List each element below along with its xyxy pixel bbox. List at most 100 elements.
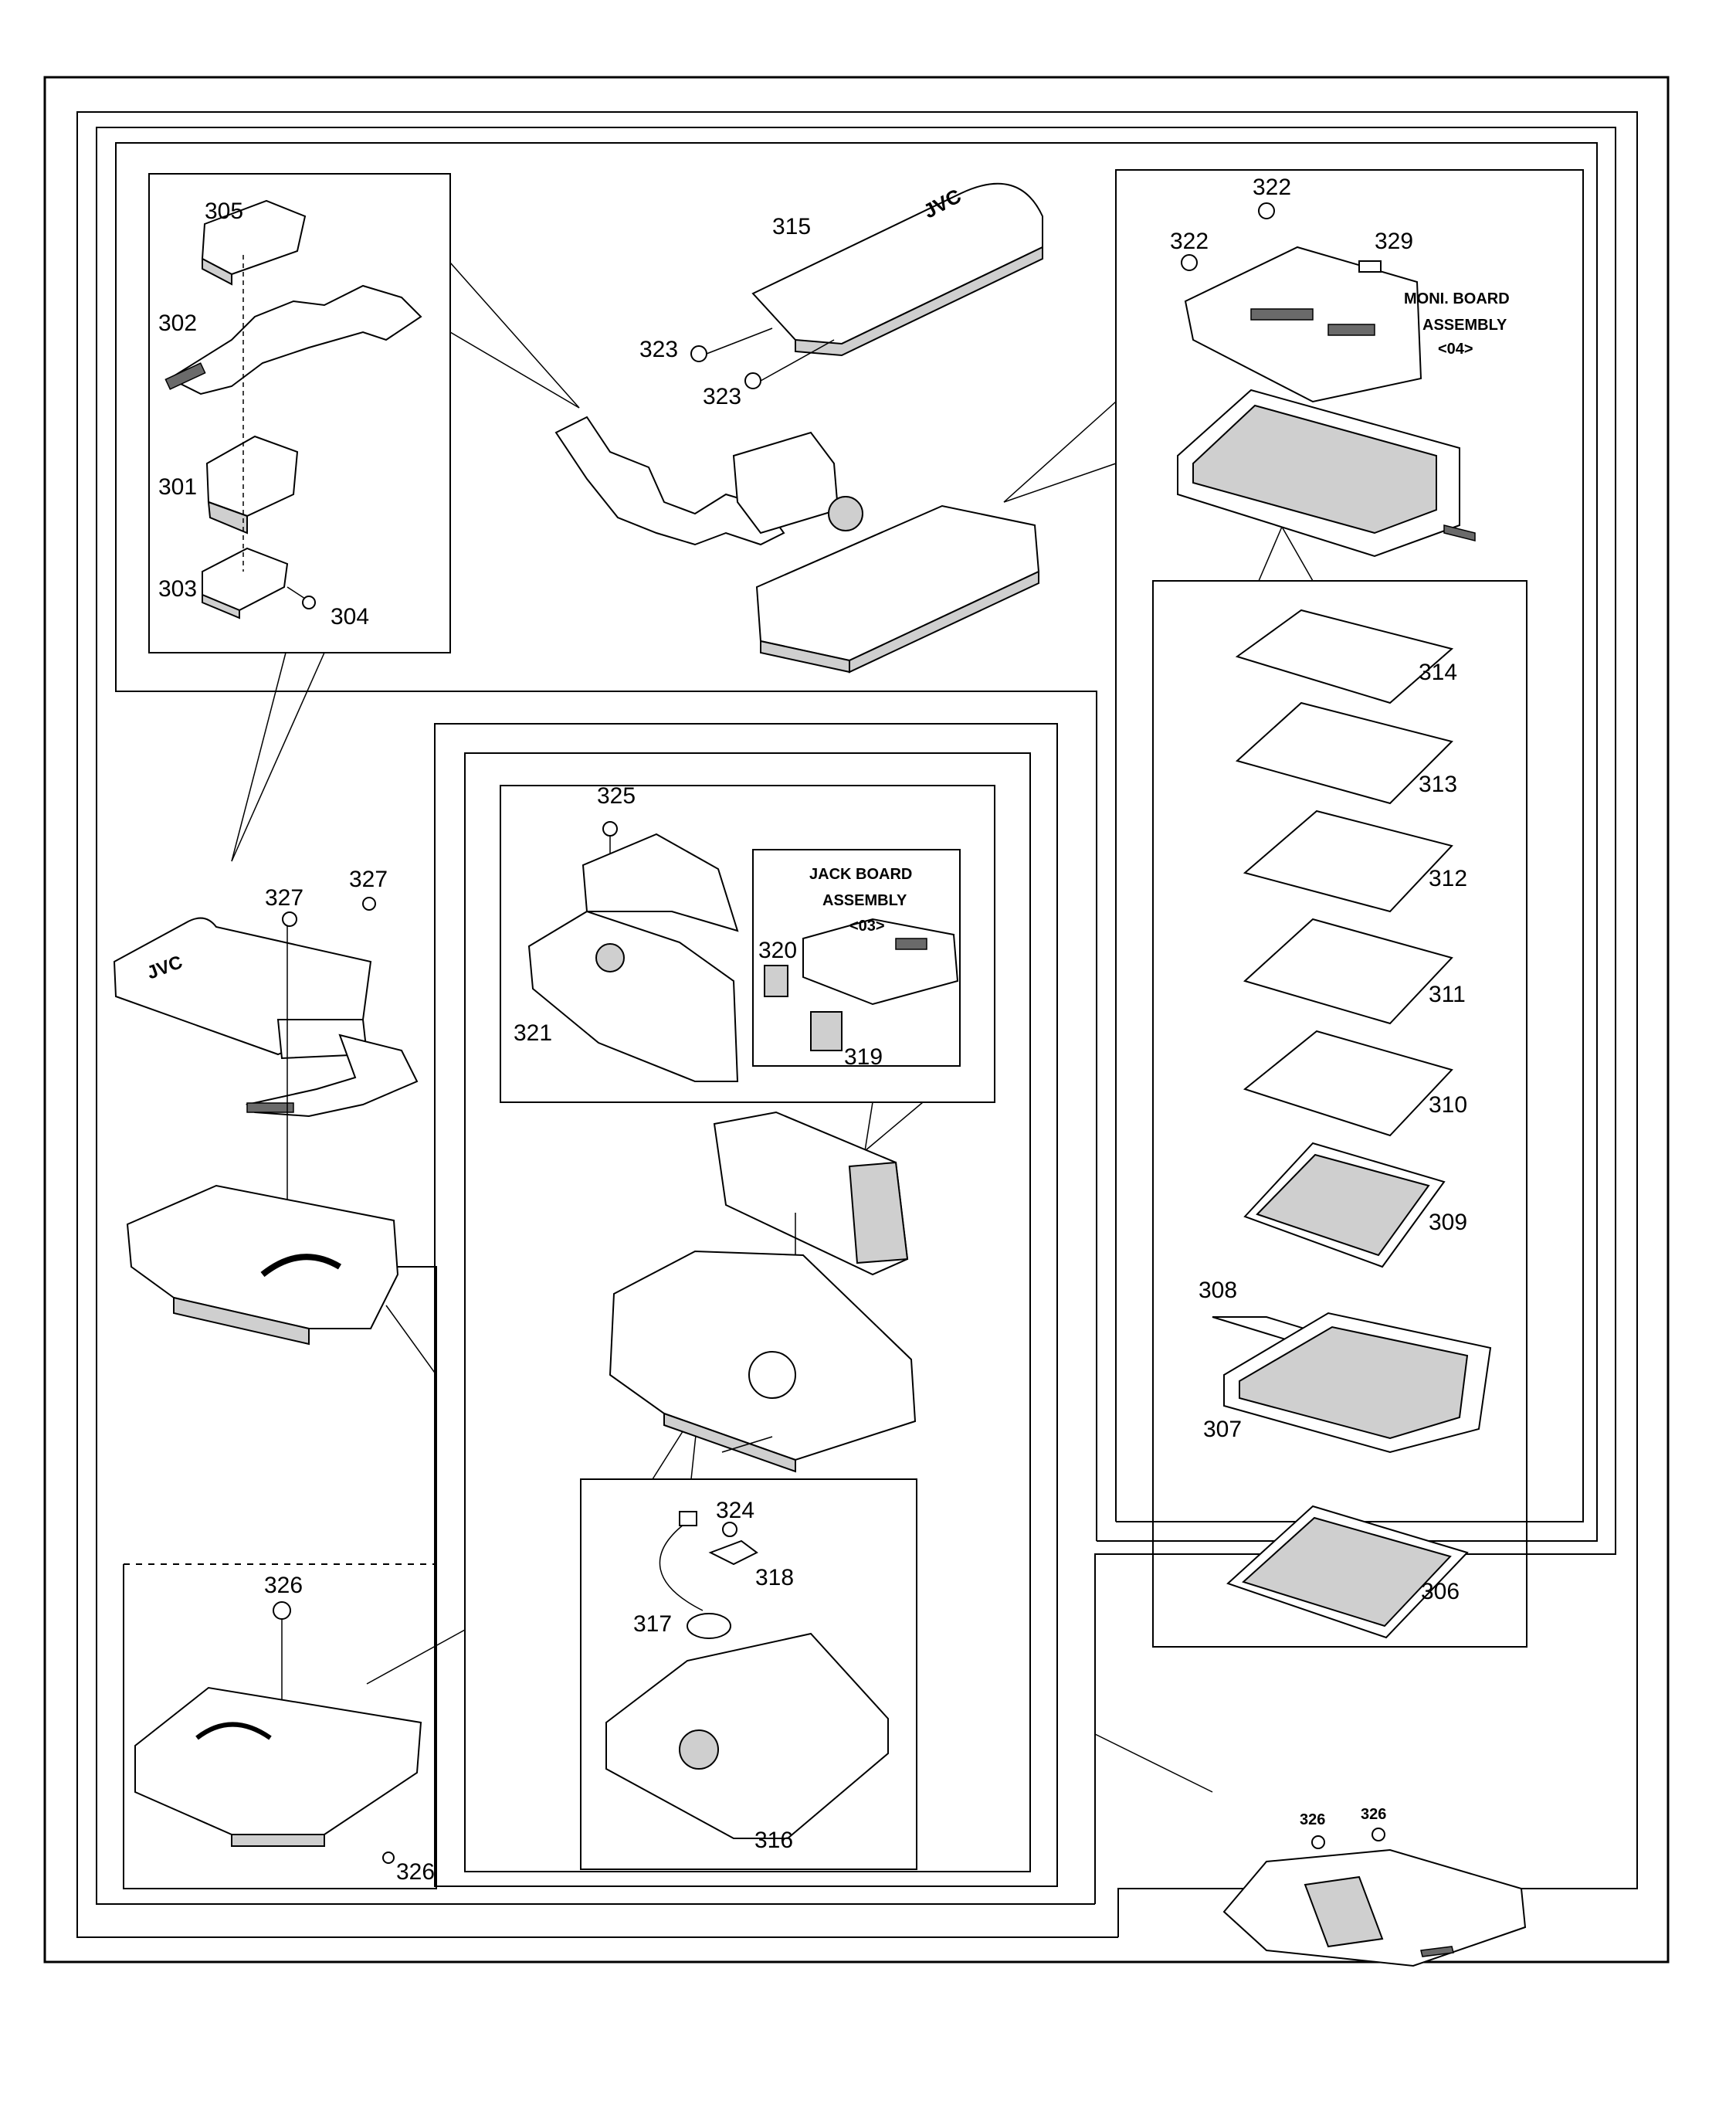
part-301-bracket [205, 435, 299, 535]
callout-310: 310 [1429, 1092, 1467, 1118]
callout-315: 315 [772, 214, 811, 239]
frame-level-3 [115, 142, 1598, 1542]
zoom-box-lcd-layers [1152, 580, 1527, 1648]
callout-303: 303 [158, 576, 197, 602]
callout-323b: 323 [703, 384, 741, 409]
callout-308: 308 [1199, 1278, 1237, 1303]
moni-label-line2: ASSEMBLY [1422, 317, 1507, 334]
callout-326c: 326 [1300, 1811, 1325, 1828]
callout-314: 314 [1419, 660, 1457, 685]
zoom-box-jack [500, 785, 995, 1103]
callout-326b: 326 [396, 1859, 435, 1885]
part-310-sheet [1243, 1030, 1453, 1137]
callout-320: 320 [758, 938, 797, 963]
callout-324: 324 [716, 1498, 754, 1523]
part-322-screw-b [1181, 254, 1198, 271]
callout-301: 301 [158, 474, 197, 500]
left-upper-assembly: JVC [113, 917, 419, 1118]
zoom-boxes [148, 173, 1527, 1870]
callout-317: 317 [633, 1611, 672, 1637]
callout-316: 316 [754, 1828, 793, 1853]
jack-section-frame [434, 723, 1058, 1887]
part-317-speaker [687, 1613, 731, 1639]
part-315-lcd-cover: JVC [751, 182, 1043, 357]
leader-lines [231, 262, 1314, 1793]
part-jack-bracket [581, 833, 739, 932]
left-deck-chassis [126, 1184, 399, 1346]
part-326-screw-a [273, 1601, 291, 1620]
frame-level-1 [76, 111, 1638, 1938]
callout-326d: 326 [1361, 1806, 1386, 1823]
part-callouts: 305 302 301 303 304 315 323 323 322 322 … [158, 175, 1467, 1885]
zoom-box-jack-inner [752, 849, 961, 1067]
callout-321: 321 [514, 1020, 552, 1046]
callout-305: 305 [205, 199, 243, 224]
speaker-wire [659, 1521, 704, 1611]
callout-304: 304 [331, 604, 369, 630]
moni-board-label: MONI. BOARD ASSEMBLY <04> [1404, 290, 1510, 358]
part-314-sheet [1235, 609, 1454, 704]
part-303-holder [202, 547, 289, 619]
callout-311: 311 [1429, 982, 1466, 1007]
lcd-layer-stack [1212, 609, 1492, 1639]
center-board-assembly [713, 1111, 909, 1276]
part-311-sheet [1243, 918, 1453, 1025]
part-316-frame [605, 1632, 889, 1839]
moni-label-code: <04> [1438, 341, 1473, 358]
speaker-connector [679, 1511, 697, 1526]
part-324-screw [722, 1522, 737, 1537]
part-320-pad [764, 965, 788, 997]
callout-326a: 326 [264, 1573, 303, 1598]
part-305-shield [201, 199, 307, 286]
callout-323a: 323 [639, 337, 678, 362]
center-mechanism [609, 1250, 917, 1473]
outer-frame [43, 76, 1670, 1964]
part-304-screw [302, 596, 316, 609]
center-flex-hinge [554, 416, 863, 546]
callout-325: 325 [597, 783, 636, 809]
callout-329: 329 [1375, 229, 1413, 254]
callout-327a: 327 [265, 885, 303, 911]
jack-label-code: <03> [849, 918, 885, 935]
part-318-bracket [708, 1539, 758, 1566]
jack-label-line2: ASSEMBLY [822, 892, 907, 909]
callout-306: 306 [1421, 1579, 1460, 1604]
callout-319: 319 [844, 1044, 883, 1070]
bottom-right-mechanism [1222, 1848, 1527, 1967]
frame-level-4 [1115, 169, 1584, 1522]
part-323-screw-a [690, 345, 707, 362]
lcd-frame-assembly [1177, 389, 1476, 558]
bottom-left-chassis [134, 1686, 422, 1847]
part-312-sheet [1243, 810, 1453, 913]
part-321-chassis [527, 910, 739, 1082]
part-326-screw-c [1311, 1835, 1325, 1849]
callout-322b: 322 [1170, 229, 1209, 254]
jack-section-inner [464, 752, 1031, 1872]
diagram-frames [43, 76, 1670, 1964]
moni-label-line1: MONI. BOARD [1404, 290, 1510, 307]
part-moni-board [1184, 246, 1422, 403]
callout-312: 312 [1429, 866, 1467, 891]
callout-309: 309 [1429, 1210, 1467, 1235]
part-326-screw-d [1372, 1828, 1385, 1841]
lcd-case-assembly [755, 504, 1040, 674]
part-302-flex-cable [164, 284, 422, 478]
callout-322a: 322 [1253, 175, 1291, 200]
part-325-screw [602, 821, 618, 837]
left-panel-frame [123, 1564, 437, 1889]
callout-307: 307 [1203, 1417, 1242, 1442]
callout-313: 313 [1419, 772, 1457, 797]
part-322-screw-a [1258, 202, 1275, 219]
callout-327b: 327 [349, 867, 388, 892]
part-327-screw-a [282, 911, 297, 927]
part-jack-board [802, 918, 959, 1006]
part-313-sheet [1235, 701, 1453, 805]
zoom-box-speaker [580, 1478, 917, 1870]
callout-318: 318 [755, 1565, 794, 1590]
part-329-label [1358, 260, 1382, 273]
part-327-screw-b [362, 897, 376, 911]
part-319-pad [810, 1011, 843, 1051]
jack-board-label: JACK BOARD ASSEMBLY <03> [809, 866, 912, 935]
jack-label-line1: JACK BOARD [809, 866, 912, 883]
